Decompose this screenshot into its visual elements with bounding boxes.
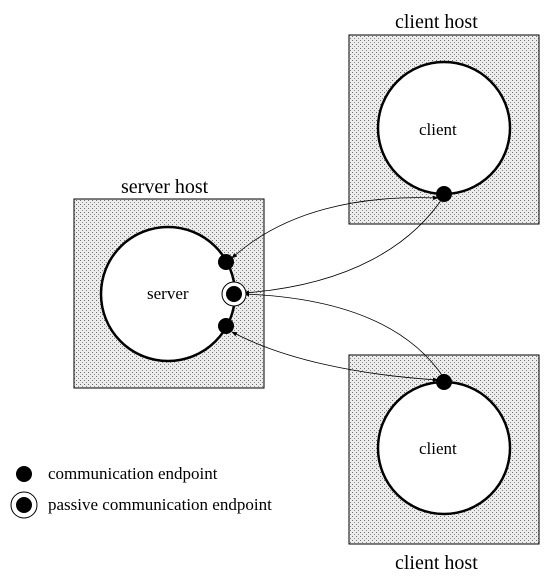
legend-passive-endpoint-label: passive communication endpoint [48, 495, 272, 514]
client-bottom-endpoint [436, 374, 452, 390]
connection-top-client-server [231, 195, 439, 259]
server-host-label: server host [121, 176, 209, 198]
client-host-bottom-label: client host [395, 552, 478, 574]
client-top-process-label: client [419, 120, 457, 139]
server-endpoint-bottom [218, 318, 234, 334]
connection-request-bottom-client [243, 291, 445, 379]
client-top-endpoint [436, 186, 452, 202]
server-passive-endpoint [226, 286, 242, 302]
legend-passive-endpoint-symbol [16, 497, 32, 513]
server-endpoint-top [218, 254, 234, 270]
client-host-top-label: client host [395, 11, 478, 33]
legend-endpoint-symbol [16, 466, 32, 482]
server-process-label: server [147, 284, 189, 303]
client-bottom-process-label: client [419, 439, 457, 458]
connection-bottom-client-server [231, 331, 439, 382]
legend-endpoint-label: communication endpoint [48, 464, 218, 483]
connection-request-top-client [243, 195, 445, 295]
